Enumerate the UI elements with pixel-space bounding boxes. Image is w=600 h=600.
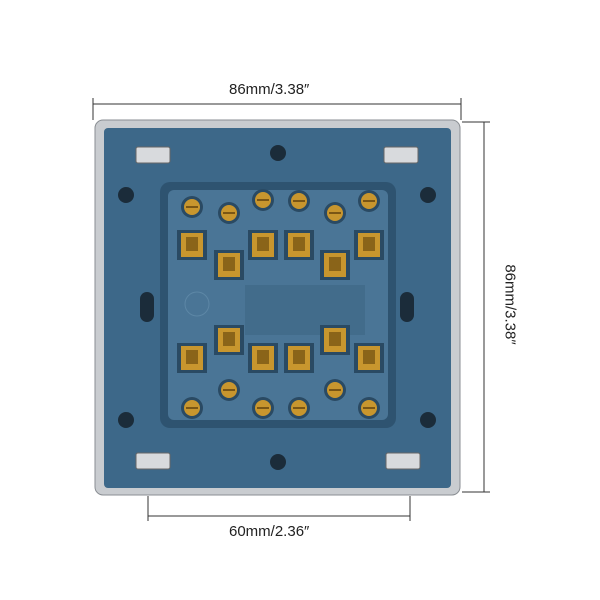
inner-width-dimension-label: 60mm/2.36″ bbox=[229, 523, 310, 540]
mounting-clips bbox=[135, 146, 421, 470]
dimension-lines bbox=[92, 98, 490, 521]
width-dimension-label: 86mm/3.38″ bbox=[229, 81, 310, 98]
height-dimension-label: 86mm/3.38″ bbox=[501, 264, 519, 345]
screw-holes bbox=[118, 145, 436, 470]
terminals bbox=[177, 189, 384, 419]
logo-emboss bbox=[184, 291, 210, 317]
